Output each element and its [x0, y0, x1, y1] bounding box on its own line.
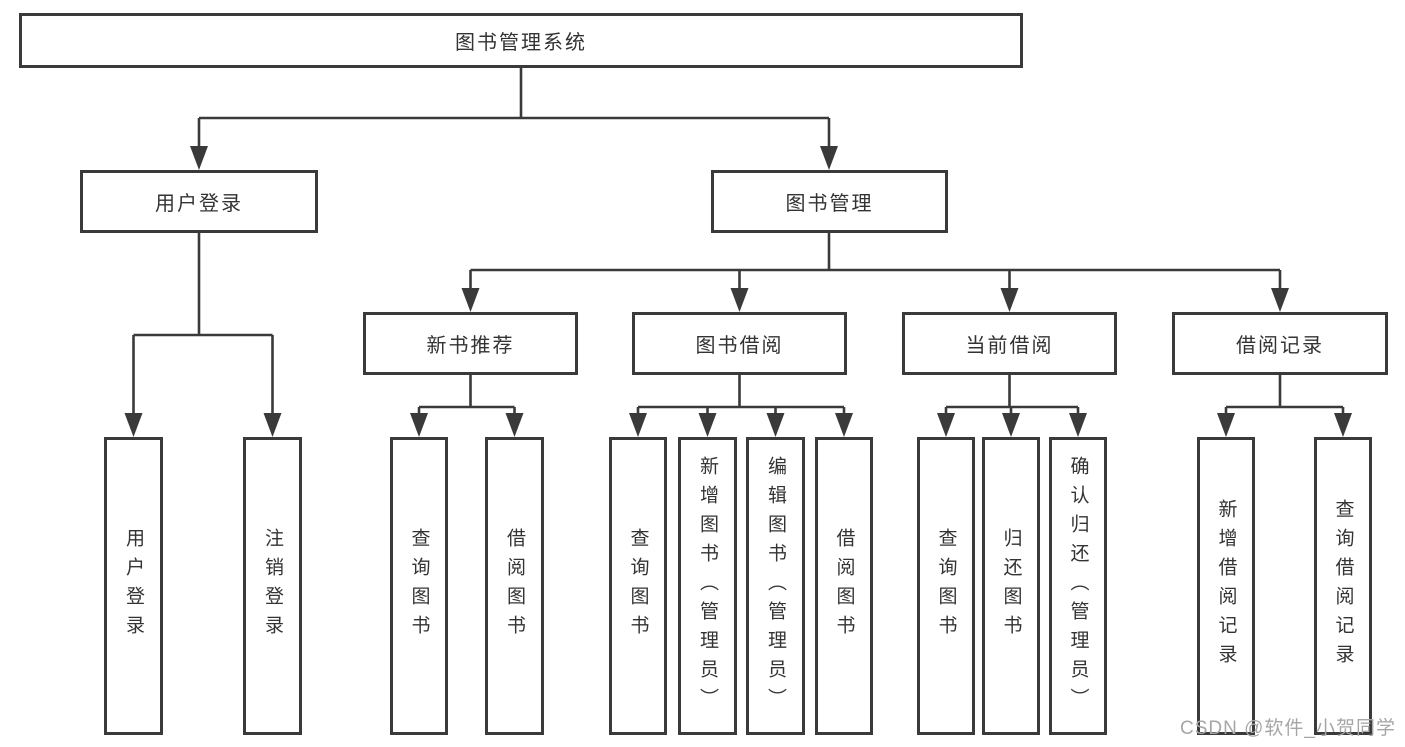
leaf-confirm-return-admin: 确认归还（管理员）: [1049, 437, 1107, 735]
leaf-query-borrow-record: 查询借阅记录: [1314, 437, 1372, 735]
leaf-query-book-2: 查询图书: [609, 437, 667, 735]
leaf-add-borrow-record: 新增借阅记录: [1197, 437, 1255, 735]
node-borrow-records: 借阅记录: [1172, 312, 1388, 375]
leaf-logout: 注销登录: [243, 437, 302, 735]
leaf-edit-book-admin: 编辑图书（管理员）: [746, 437, 805, 735]
node-current-borrow: 当前借阅: [902, 312, 1117, 375]
leaf-return-book: 归还图书: [982, 437, 1040, 735]
leaf-query-book-3: 查询图书: [917, 437, 975, 735]
node-book-management: 图书管理: [711, 170, 948, 233]
leaf-borrow-book-1: 借阅图书: [485, 437, 544, 735]
node-book-borrow: 图书借阅: [632, 312, 847, 375]
leaf-user-login: 用户登录: [104, 437, 163, 735]
node-user-login: 用户登录: [80, 170, 318, 233]
node-root-system: 图书管理系统: [19, 13, 1023, 68]
leaf-add-book-admin: 新增图书（管理员）: [678, 437, 737, 735]
csdn-watermark: CSDN @软件_小贺同学: [1180, 718, 1396, 739]
node-new-book-recommend: 新书推荐: [363, 312, 578, 375]
leaf-borrow-book-2: 借阅图书: [815, 437, 873, 735]
leaf-query-book-1: 查询图书: [390, 437, 448, 735]
